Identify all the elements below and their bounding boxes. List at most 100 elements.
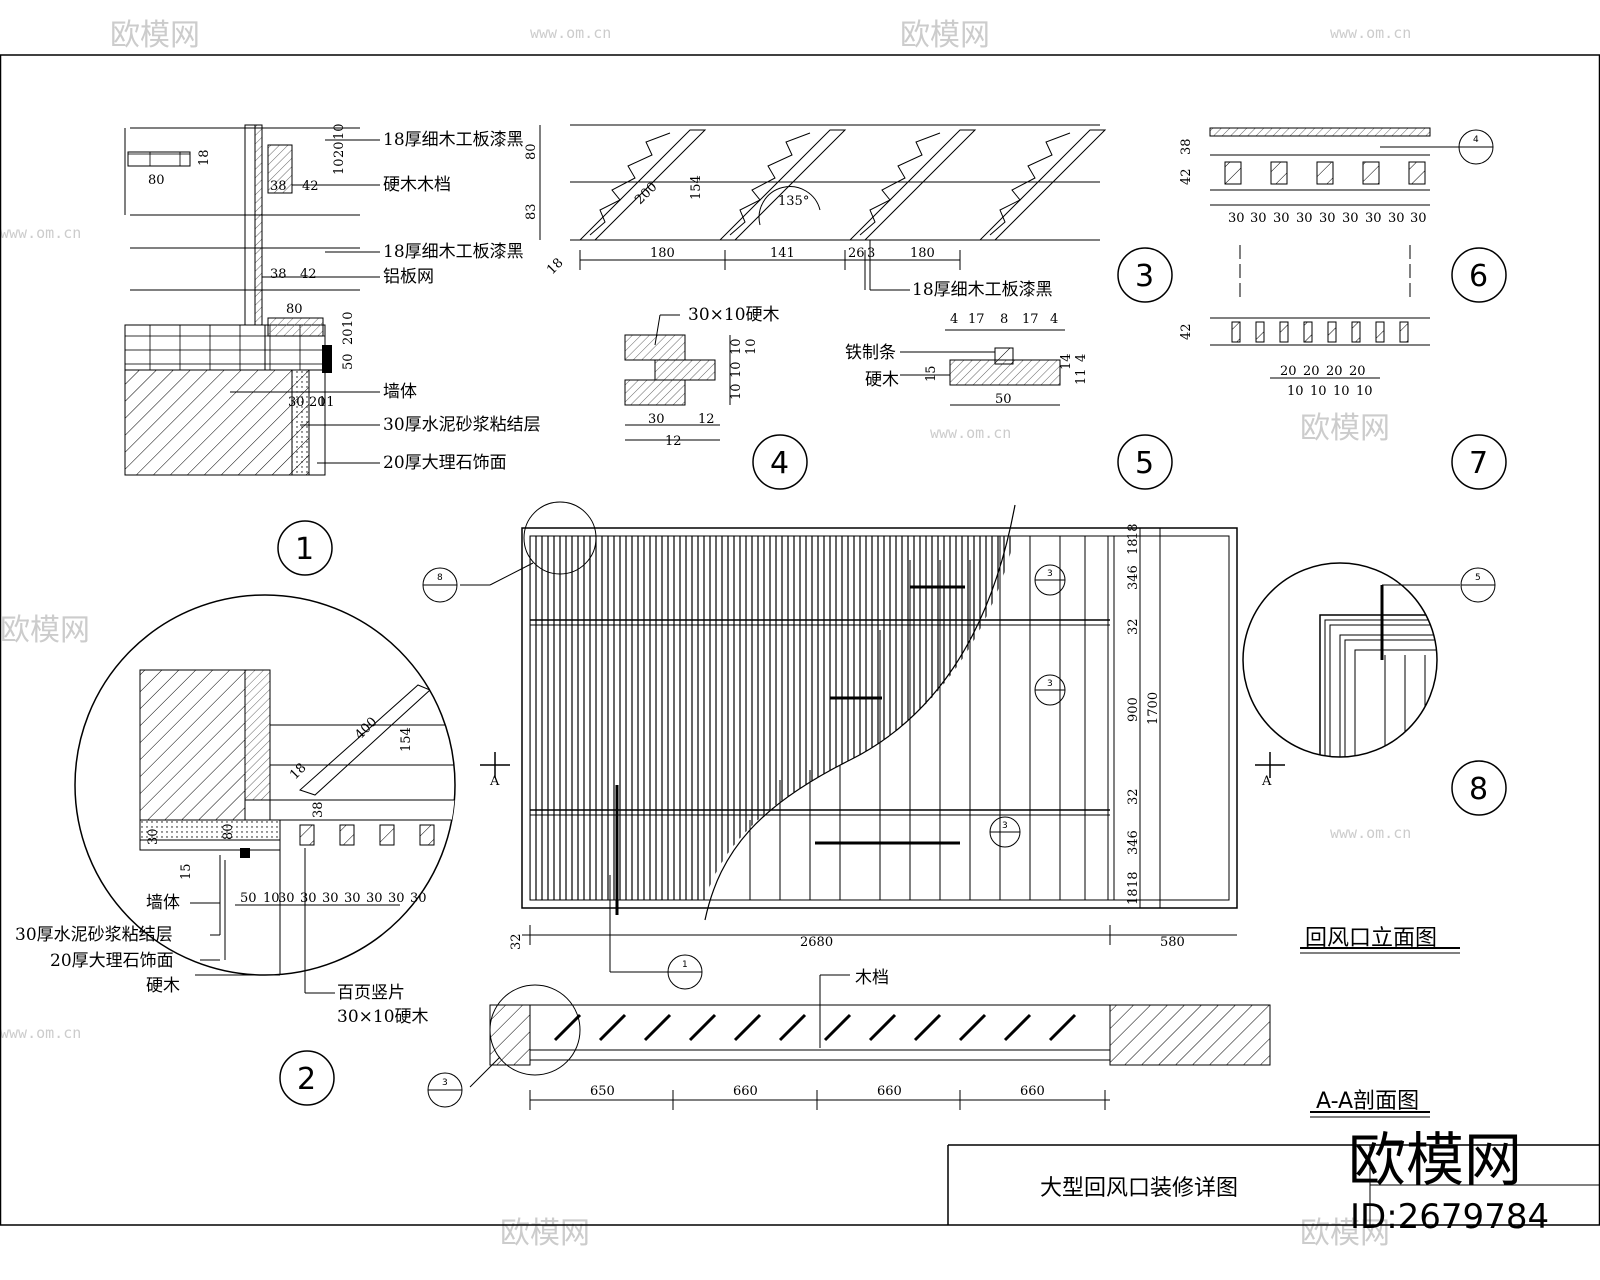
dim-label: 20 xyxy=(1280,364,1297,379)
dim-label: 26 xyxy=(848,246,865,261)
callout-ref: 3 xyxy=(1047,569,1053,579)
dim-label: 80 xyxy=(524,143,539,160)
dim-label: 32 xyxy=(1126,618,1141,635)
watermark-logo-text: 欧模网 xyxy=(500,1216,590,1251)
dim-label: 17 xyxy=(968,312,985,327)
detail-marker-4 xyxy=(752,434,808,490)
label-mortar: 30厚水泥砂浆粘结层 xyxy=(383,415,541,435)
label-hardwood: 硬木 xyxy=(865,370,899,390)
detail-number: 6 xyxy=(1469,259,1488,294)
metal-strip xyxy=(322,345,332,373)
dim-label: 18 xyxy=(1126,538,1141,555)
dim-label: 154 xyxy=(689,175,704,200)
detail-marker-1 xyxy=(277,520,333,576)
dim-label: 30 xyxy=(1410,211,1427,226)
detail-3: 180 141 26 3 180 200 154 135° 80 83 18 1… xyxy=(524,124,1107,300)
dim-label: 660 xyxy=(877,1084,902,1099)
callout-ref: 3 xyxy=(442,1078,448,1088)
detail-marker-5 xyxy=(1117,434,1173,490)
detail-marker-6 xyxy=(1451,247,1507,303)
dim-label: 18 xyxy=(1126,888,1141,905)
detail-4: 30×10硬木 10 10 10 10 30 12 12 xyxy=(624,305,780,449)
label-hardwood-30x10: 30×10硬木 xyxy=(688,305,780,325)
wood-strip xyxy=(127,151,191,167)
floor-block xyxy=(124,324,266,371)
callout-circle xyxy=(523,501,597,575)
dim-label: 32 xyxy=(509,933,524,950)
label-wall: 墙体 xyxy=(383,382,417,402)
section-mark-left: A xyxy=(489,774,500,789)
label-wall: 墙体 xyxy=(146,893,180,913)
dim-label: 50 xyxy=(240,891,257,906)
dim-label: 180 xyxy=(650,246,675,261)
detail-marker-7 xyxy=(1451,434,1507,490)
watermark-url-text: www.om.cn xyxy=(1330,824,1411,842)
sheet-title: 大型回风口装修详图 xyxy=(1040,1176,1238,1201)
dim-label: 20 xyxy=(332,141,347,158)
dim-label: 650 xyxy=(590,1084,615,1099)
detail-number: 8 xyxy=(1469,772,1488,807)
elevation-title: 回风口立面图 xyxy=(1305,926,1437,951)
dim-label: 4 xyxy=(1074,354,1089,362)
detail-number: 4 xyxy=(770,446,789,481)
dim-label: 30 xyxy=(1228,211,1245,226)
watermark-url-text: www.om.cn xyxy=(1330,24,1411,42)
dim-label: 15 xyxy=(179,863,194,880)
dim-label: 18 xyxy=(544,256,566,278)
dim-label: 11 xyxy=(1074,368,1089,385)
label-wood-strip: 木档 xyxy=(855,968,889,988)
callout-ref: 5 xyxy=(1475,573,1481,583)
dim-label: 30 xyxy=(410,891,427,906)
label-mortar: 30厚水泥砂浆粘结层 xyxy=(15,925,173,945)
detail-marker-3 xyxy=(1117,247,1173,303)
dim-label: 80 xyxy=(286,302,303,317)
section-title: A-A剖面图 xyxy=(1316,1089,1419,1114)
dim-label: 11 xyxy=(318,395,335,410)
dim-label: 10 xyxy=(1287,384,1304,399)
slat-row xyxy=(1231,321,1409,343)
hardwood-block xyxy=(267,144,293,194)
dim-label: 32 xyxy=(1126,788,1141,805)
marble-layer xyxy=(308,369,326,476)
dim-label: 30 xyxy=(146,828,161,845)
label-board-black: 18厚细木工板漆黑 xyxy=(912,280,1053,300)
metal-strip xyxy=(994,347,1014,365)
dim-label: 80 xyxy=(221,823,236,840)
watermark-url-text: www.om.cn xyxy=(0,224,81,242)
dim-label: 180 xyxy=(910,246,935,261)
dim-label: 580 xyxy=(1160,935,1185,950)
dim-label: 4 xyxy=(1050,312,1058,327)
watermark-url-text: www.om.cn xyxy=(930,424,1011,442)
label-marble: 20厚大理石饰面 xyxy=(50,951,174,971)
dim-label: 346 xyxy=(1126,565,1141,590)
watermark-logo: 欧模网 欧模网 欧模网 欧模网 欧模网 欧模网 xyxy=(0,18,1390,1251)
dim-label: 10 xyxy=(729,383,744,400)
detail-number: 5 xyxy=(1135,446,1154,481)
top-board xyxy=(1209,127,1431,137)
dim-label: 10 xyxy=(1333,384,1350,399)
dim-label: 346 xyxy=(1126,830,1141,855)
detail-2: 400 154 38 30 80 15 18 50 10 30 30 30 30… xyxy=(15,594,456,1027)
watermark-logo-text: 欧模网 xyxy=(1300,1216,1390,1251)
dim-label: 38 xyxy=(270,267,287,282)
dim-label: 20 xyxy=(1303,364,1320,379)
dim-label: 4 xyxy=(950,312,958,327)
label-hardwood: 硬木 xyxy=(146,976,180,996)
callout-ref: 3 xyxy=(1002,821,1008,831)
id-label: ID:2679784 xyxy=(1350,1197,1549,1237)
detail-marker-2 xyxy=(279,1050,335,1106)
detail-number: 1 xyxy=(295,532,314,567)
dim-label: 154 xyxy=(399,727,414,752)
dim-label: 20 xyxy=(309,395,326,410)
section-aa: 3 木档 650 660 660 660 A-A剖面图 xyxy=(427,968,1430,1118)
break-curve xyxy=(704,504,1016,921)
dim-label: 38 xyxy=(1179,138,1194,155)
detail-7: 20 20 20 20 10 10 10 10 42 xyxy=(1179,317,1430,399)
dim-label: 30 xyxy=(1388,211,1405,226)
dim-label: 30 xyxy=(344,891,361,906)
label-hardwood-strip: 硬木木档 xyxy=(383,175,451,195)
dim-label: 14 xyxy=(1059,353,1074,370)
dim-label: 38 xyxy=(311,801,326,818)
dim-label: 10 xyxy=(729,361,744,378)
callout-ref: 3 xyxy=(1047,679,1053,689)
